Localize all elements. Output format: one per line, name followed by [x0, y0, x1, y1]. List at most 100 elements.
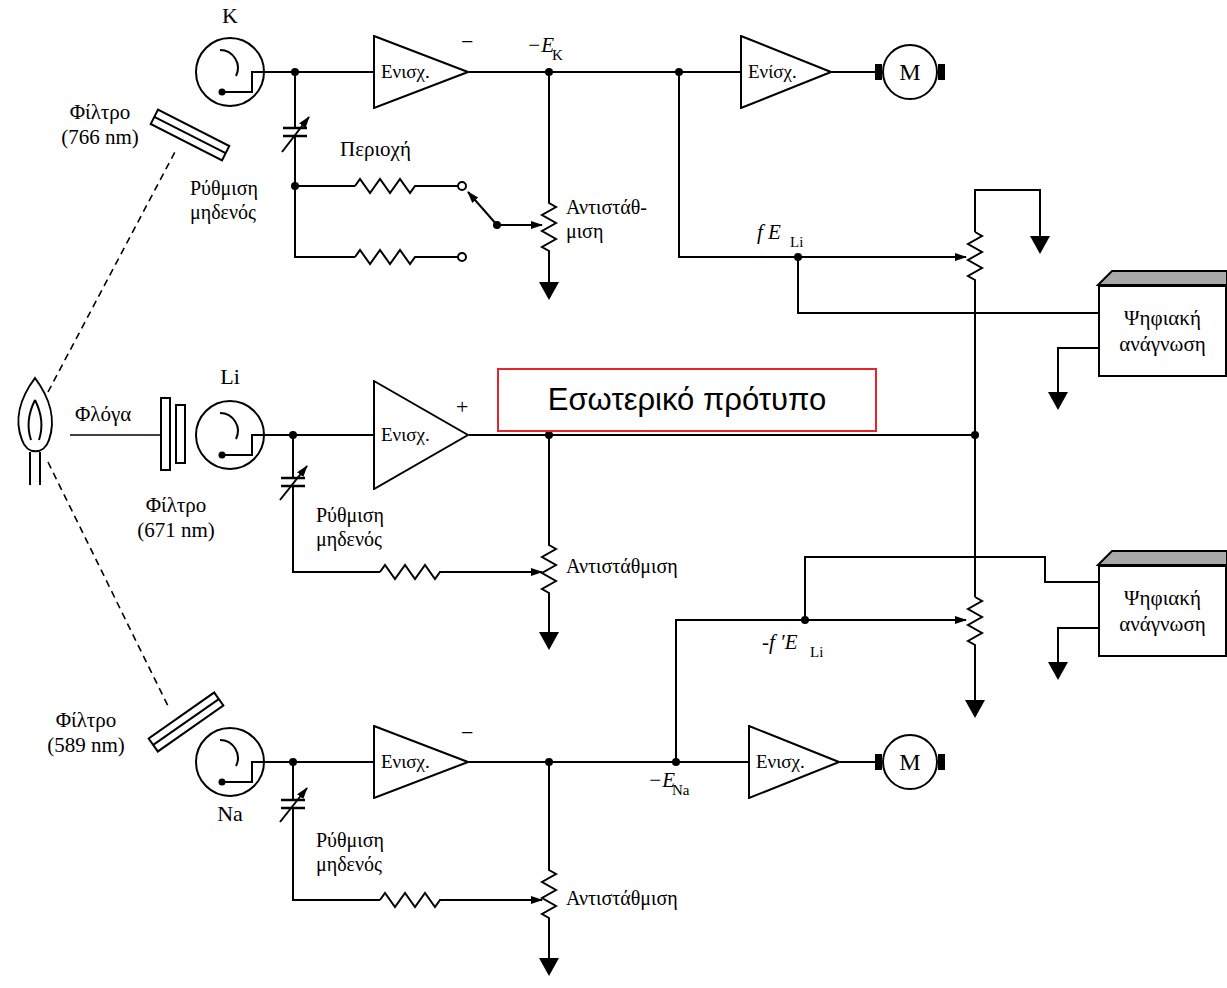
- readout-top-face: [1098, 551, 1227, 565]
- schematic-label: Ρύθμιση μηδενός: [316, 828, 416, 876]
- potentiometer-symbol: [542, 762, 556, 958]
- schematic-label: Ρύθμιση μηδενός: [190, 176, 286, 224]
- ground-symbol: [1030, 236, 1050, 254]
- signal-wire: [679, 72, 966, 257]
- phototube-electrodes: [220, 50, 238, 76]
- zero-adjust-wire: [280, 788, 307, 822]
- zero-adjust-wire: [282, 72, 542, 264]
- signal-wire: [265, 71, 373, 73]
- zero-adjust-wire: [280, 466, 307, 500]
- junction-dot: [545, 431, 553, 439]
- schematic-label: Αντιστάθμιση: [566, 886, 678, 910]
- subscript-label: Na: [672, 781, 690, 799]
- schematic-label: −: [461, 720, 473, 746]
- node-text: Ενισχ.: [756, 751, 805, 773]
- phototube: Na: [195, 727, 265, 797]
- potentiometer-symbol: [542, 72, 556, 282]
- readout-wire: [1058, 348, 1098, 392]
- amplifier: Ενισχ.: [373, 725, 469, 799]
- signal-wire: [840, 761, 882, 763]
- readout-wire: [805, 557, 1098, 620]
- filter-symbol: [149, 693, 224, 752]
- phototube-label: K: [222, 3, 238, 29]
- filter-symbol: [161, 398, 185, 470]
- amplifier: Ενίσχ.: [740, 35, 832, 109]
- amplifier: Ενισχ.: [748, 725, 840, 799]
- signal-wire: [265, 761, 373, 763]
- schematic-label: −E: [527, 33, 554, 58]
- schematic-label: Ρύθμιση μηδενός: [316, 503, 416, 551]
- schematic-label: Φλόγα: [75, 402, 131, 427]
- anode-dot: [219, 779, 226, 786]
- readout-top-face: [1098, 271, 1227, 565]
- filter-symbol: [161, 398, 170, 470]
- signal-wire: [832, 71, 882, 73]
- signal-wire: [265, 434, 373, 436]
- ground-symbol: [539, 958, 559, 976]
- node-text: Ψηφιακή ανάγνωση: [1106, 305, 1219, 358]
- phototube-electrodes: [222, 762, 265, 782]
- node-text: Ψηφιακή ανάγνωση: [1106, 585, 1219, 638]
- ground-symbol: [965, 700, 985, 718]
- schematic-art: [18, 50, 1227, 976]
- light-path: [48, 150, 176, 392]
- node-text: Ενίσχ.: [748, 61, 797, 83]
- potentiometer-symbol: [968, 597, 982, 700]
- resistor-symbol: [355, 250, 458, 264]
- junction-dot: [493, 221, 501, 229]
- schematic-label: Φίλτρο (766 nm): [48, 100, 152, 150]
- zero-adjust-wire: [293, 435, 380, 572]
- potentiometer-symbol: [968, 232, 982, 597]
- callout-box: Εσωτερικό πρότυπο: [497, 368, 877, 432]
- phototube: Li: [195, 400, 265, 470]
- filter-symbol: [151, 110, 230, 161]
- zero-adjust-wire: [497, 224, 542, 226]
- schematic-label: -f ′E: [762, 630, 798, 655]
- phototube-electrodes: [220, 740, 238, 766]
- range-switch: [468, 192, 497, 225]
- junction-dot: [794, 253, 802, 261]
- signal-wire: [469, 761, 748, 763]
- resistor-symbol: [380, 565, 542, 579]
- amplifier-triangle: [374, 726, 468, 798]
- anode-dot: [219, 452, 226, 459]
- anode-dot: [219, 89, 226, 96]
- node-text: Ενισχ.: [381, 751, 430, 773]
- node-text: Ενισχ.: [381, 61, 430, 83]
- digital-readout: Ψηφιακή ανάγνωση: [1098, 565, 1227, 657]
- schematic-label: Αντιστάθμιση: [566, 554, 678, 578]
- subscript-label: K: [552, 46, 563, 64]
- amplifier-triangle: [749, 726, 839, 798]
- amplifier: Ενισχ.: [373, 380, 469, 490]
- phototube-electrodes: [222, 435, 265, 455]
- readout-top-face: [1098, 271, 1227, 285]
- signal-wire: [469, 71, 740, 73]
- potentiometer-symbol: [542, 72, 556, 282]
- phototube: K: [195, 37, 265, 107]
- schematic-label: Φίλτρο (589 nm): [34, 708, 138, 758]
- zero-adjust-wire: [458, 253, 466, 261]
- resistor-symbol: [380, 893, 542, 907]
- amplifier-triangle: [374, 381, 468, 489]
- amplifier-triangle: [741, 36, 831, 108]
- potentiometer-symbol: [968, 190, 1040, 700]
- digital-readout: Ψηφιακή ανάγνωση: [1098, 285, 1227, 377]
- motor-shaft: [938, 64, 945, 80]
- motor-shaft: [938, 754, 945, 770]
- phototube-electrodes: [220, 413, 238, 439]
- schematic-label: Φίλτρο (671 nm): [126, 493, 226, 543]
- zero-adjust-wire: [469, 434, 975, 436]
- filter-symbol: [149, 693, 224, 752]
- light-path: [70, 434, 160, 436]
- node-text: M: [899, 59, 920, 86]
- schematic-label: Περιοχή: [340, 137, 411, 162]
- zero-adjust-wire: [280, 620, 966, 958]
- junction-dot: [801, 616, 809, 624]
- schematic-label: +: [456, 394, 468, 420]
- phototube-electrodes: [220, 50, 265, 782]
- amplifier-triangle: [374, 36, 468, 108]
- zero-adjust-wire: [282, 117, 309, 152]
- subscript-label: Li: [790, 233, 803, 251]
- filter-symbol: [151, 110, 230, 161]
- resistor-symbol: [355, 179, 458, 193]
